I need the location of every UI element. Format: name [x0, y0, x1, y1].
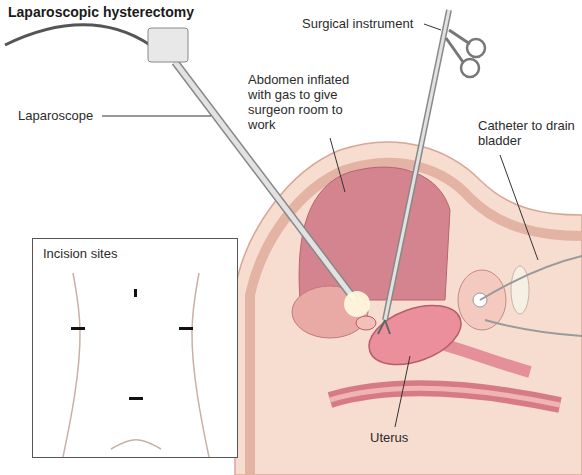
- abdominal-wall: [250, 163, 582, 475]
- rectum: [330, 388, 560, 405]
- leader-line: [424, 24, 441, 30]
- incision-mark: [129, 397, 143, 400]
- scope-camera: [148, 28, 188, 62]
- panel-heading: Incision sites: [43, 246, 117, 261]
- part-label: Surgical instrument: [302, 16, 424, 31]
- instrument-ring: [461, 59, 479, 77]
- uterus-shape: [361, 294, 469, 376]
- leader-line: [102, 116, 211, 117]
- figure-title: Laparoscopic hysterectomy: [8, 4, 194, 21]
- incision-mark: [179, 327, 193, 330]
- incision-mark: [134, 289, 137, 297]
- instrument-shaft: [385, 10, 449, 320]
- pubic-bone: [511, 266, 529, 314]
- vagina: [445, 345, 530, 372]
- catheter-tube: [485, 320, 582, 336]
- inflated-cavity: [299, 167, 450, 300]
- part-label: Abdomen inflated with gas to give surgeo…: [248, 72, 372, 132]
- part-label: Laparoscope: [18, 108, 102, 123]
- torso-outline: [111, 440, 161, 449]
- instrument-ring: [467, 39, 485, 57]
- bladder: [458, 270, 506, 330]
- scope-light: [344, 291, 370, 317]
- leader-line: [395, 356, 410, 427]
- part-label: Catheter to drain bladder: [478, 118, 578, 148]
- instrument-handle: [449, 30, 470, 44]
- ovary: [356, 316, 376, 330]
- inset-panel: Incision sites: [32, 238, 238, 458]
- instrument-shaft: [385, 10, 449, 320]
- panel-text: Incision sites: [33, 239, 127, 268]
- instrument-jaws: [378, 320, 390, 334]
- rectum-inner: [330, 388, 560, 405]
- catheter-tube: [480, 256, 582, 300]
- torso-sketch: [33, 239, 239, 459]
- torso-outline: [192, 273, 209, 457]
- incision-mark: [71, 327, 85, 330]
- part-label: Uterus: [370, 430, 440, 445]
- torso-outline: [63, 273, 80, 457]
- leader-line: [330, 138, 345, 192]
- scope-cable: [5, 25, 150, 45]
- instrument-handle: [446, 38, 463, 62]
- leader-line: [500, 155, 538, 260]
